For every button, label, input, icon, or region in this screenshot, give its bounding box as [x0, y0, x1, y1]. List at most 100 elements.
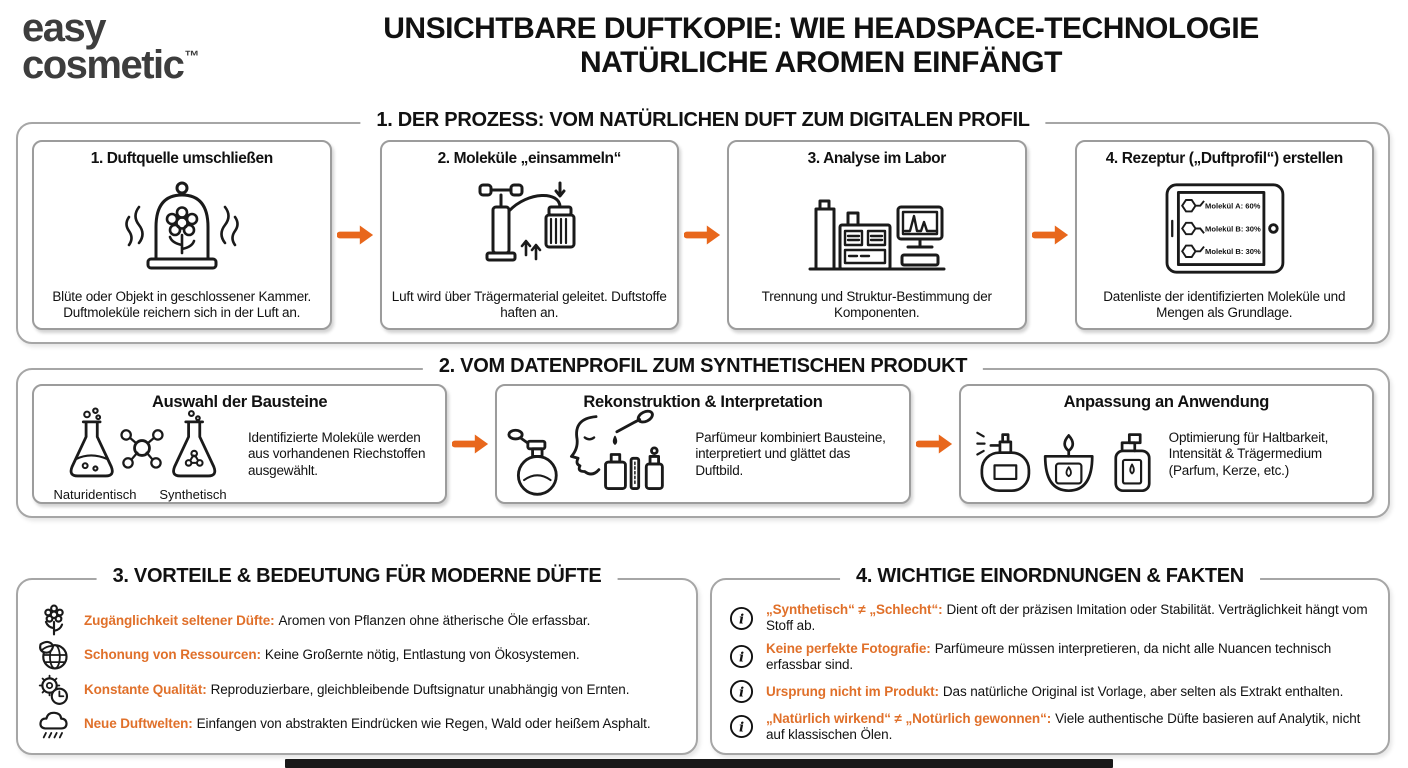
- fact-keyword: „Synthetisch“ ≠ „Schlecht“:: [766, 602, 943, 617]
- list-item: i Keine perfekte Fotografie:Parfümeure m…: [726, 641, 1378, 673]
- info-icon: i: [726, 679, 756, 704]
- benefit-body: Reproduzierbare, gleichbleibende Duftsig…: [210, 681, 630, 697]
- step-caption: Luft wird über Trägermaterial geleitet. …: [391, 289, 667, 321]
- section-process-title: 1. DER PROZESS: VOM NATÜRLICHEN DUFT ZUM…: [360, 109, 1046, 132]
- product-step-1: Auswahl der Bausteine: [32, 384, 448, 504]
- arrow-right-icon: [684, 222, 722, 248]
- step-title: 4. Rezeptur („Duftprofil“) erstellen: [1105, 150, 1343, 167]
- footer-bar: [285, 759, 1113, 768]
- step-body: Parfümeur kombiniert Bausteine, interpre…: [507, 409, 898, 500]
- flasks-molecule-icon: Naturidentisch Synthetisch: [44, 407, 240, 502]
- benefit-list: Zugänglichkeit seltener Düfte:Aromen von…: [34, 604, 684, 741]
- tablet-molecule-list-icon: Molekül A: 60% Molekül B: 30% Molekül B:…: [1148, 168, 1300, 289]
- step-caption: Trennung und Struktur-Bestimmung der Kom…: [761, 289, 992, 321]
- fact-body: Parfümeure müssen interpretieren, da nic…: [766, 640, 1332, 672]
- step-title: Auswahl der Bausteine: [152, 393, 328, 411]
- process-step-1: 1. Duftquelle umschließen: [32, 140, 332, 330]
- process-step-3: 3. Analyse im Labor: [727, 140, 1027, 330]
- brand-logo-line1: easy: [22, 6, 106, 50]
- section-product: 2. VOM DATENPROFIL ZUM SYNTHETISCHEN PRO…: [16, 355, 1390, 518]
- fact-text: Ursprung nicht im Produkt:Das natürliche…: [766, 684, 1343, 700]
- arrow-right-icon: [1031, 222, 1070, 248]
- info-icon: i: [726, 644, 756, 669]
- arrow-right-icon: [452, 431, 490, 457]
- step-title: 1. Duftquelle umschließen: [90, 150, 273, 167]
- bell-jar-flower-icon: [116, 168, 248, 289]
- svg-text:i: i: [738, 650, 743, 666]
- svg-text:i: i: [738, 720, 743, 736]
- fact-body: Dient oft der präzisen Imitation oder St…: [766, 602, 1368, 634]
- rain-cloud-icon: [34, 707, 74, 741]
- list-item: Neue Duftwelten:Einfangen von abstrakten…: [34, 707, 684, 741]
- page-title-line2: NATÜRLICHE AROMEN EINFÄNGT: [580, 45, 1062, 79]
- info-icon: i: [726, 714, 756, 739]
- step-text: Identifizierte Moleküle werden aus vorha…: [248, 429, 426, 478]
- list-item: Schonung von Ressourcen:Keine Großernte …: [34, 638, 684, 672]
- svg-text:i: i: [738, 685, 743, 701]
- product-step-3: Anpassung an Anwendung: [958, 384, 1374, 504]
- list-item: i „Synthetisch“ ≠ „Schlecht“:Dient oft d…: [726, 602, 1378, 634]
- tablet-row-label: Molekül A: 60%: [1205, 202, 1261, 211]
- benefit-keyword: Konstante Qualität:: [84, 681, 207, 697]
- gc-ms-instrument-icon: [802, 168, 952, 289]
- step-caption: Datenliste der identifizierten Moleküle …: [1103, 289, 1346, 321]
- step-title: 2. Moleküle „einsammeln“: [437, 150, 622, 167]
- info-icon: i: [726, 606, 756, 631]
- air-pump-filter-icon: [463, 168, 595, 289]
- step-title: Rekonstruktion & Interpretation: [583, 393, 823, 411]
- flask-label-naturidentisch: Naturidentisch: [53, 487, 137, 502]
- process-step-4: 4. Rezeptur („Duftprofil“) erstellen: [1074, 140, 1374, 330]
- step-caption: Blüte oder Objekt in geschlossener Kamme…: [52, 289, 312, 321]
- step-body: Naturidentisch Synthetisch Identifiziert…: [44, 407, 435, 502]
- fact-body: Viele authentische Düfte basieren auf An…: [766, 710, 1361, 742]
- step-title: 3. Analyse im Labor: [807, 150, 947, 167]
- fact-text: „Synthetisch“ ≠ „Schlecht“:Dient oft der…: [766, 602, 1378, 634]
- arrow-right-icon: [915, 431, 954, 457]
- benefit-keyword: Neue Duftwelten:: [84, 715, 193, 731]
- benefit-keyword: Zugänglichkeit seltener Düfte:: [84, 612, 275, 628]
- svg-text:i: i: [738, 611, 743, 627]
- section-process: 1. DER PROZESS: VOM NATÜRLICHEN DUFT ZUM…: [16, 109, 1390, 344]
- list-item: Zugänglichkeit seltener Düfte:Aromen von…: [34, 604, 684, 638]
- benefit-body: Keine Großernte nötig, Entlastung von Ök…: [264, 647, 580, 663]
- list-item: i Ursprung nicht im Produkt:Das natürlic…: [726, 679, 1378, 704]
- brand-logo-line2: cosmetic™: [22, 42, 200, 87]
- fact-keyword: Keine perfekte Fotografie:: [766, 640, 931, 656]
- process-steps-row: 1. Duftquelle umschließen: [32, 140, 1374, 330]
- benefit-text: Zugänglichkeit seltener Düfte:Aromen von…: [84, 613, 590, 629]
- globe-leaf-icon: [34, 638, 74, 672]
- fact-list: i „Synthetisch“ ≠ „Schlecht“:Dient oft d…: [726, 602, 1378, 743]
- perfumer-dropper-icon: [507, 409, 687, 500]
- fact-text: „Natürlich wirkend“ ≠ „Notürlich gewonne…: [766, 711, 1378, 743]
- fact-keyword: Ursprung nicht im Produkt:: [766, 683, 939, 699]
- benefit-keyword: Schonung von Ressourcen:: [84, 647, 261, 663]
- section-product-title: 2. VOM DATENPROFIL ZUM SYNTHETISCHEN PRO…: [422, 355, 984, 378]
- step-body: Optimierung für Haltbarkeit, Intensität …: [971, 412, 1362, 497]
- fact-text: Keine perfekte Fotografie:Parfümeure müs…: [766, 641, 1378, 673]
- benefit-text: Neue Duftwelten:Einfangen von abstrakten…: [84, 715, 651, 732]
- flower-icon: [34, 604, 74, 638]
- page-title-line1: UNSICHTBARE DUFTKOPIE: WIE HEADSPACE-TEC…: [383, 12, 1259, 45]
- flask-labels: Naturidentisch Synthetisch: [44, 487, 240, 502]
- section-facts-title: 4. WICHTIGE EINORDNUNGEN & FAKTEN: [840, 565, 1260, 588]
- page-title: UNSICHTBARE DUFTKOPIE: WIE HEADSPACE-TEC…: [250, 12, 1392, 79]
- tablet-row-label: Molekül B: 30%: [1205, 247, 1261, 256]
- brand-logo: easy cosmetic™: [22, 6, 200, 87]
- section-benefits: 3. VORTEILE & BEDEUTUNG FÜR MODERNE DÜFT…: [16, 565, 698, 755]
- list-item: Konstante Qualität:Reproduzierbare, glei…: [34, 673, 684, 707]
- fact-keyword: „Natürlich wirkend“ ≠ „Notürlich gewonne…: [766, 710, 1052, 726]
- fact-body: Das natürliche Original ist Vorlage, abe…: [942, 683, 1344, 699]
- tablet-row-label: Molekül B: 30%: [1205, 224, 1261, 233]
- benefit-text: Schonung von Ressourcen:Keine Großernte …: [84, 647, 580, 663]
- product-step-2: Rekonstruktion & Interpretation: [495, 384, 911, 504]
- benefit-body: Aromen von Pflanzen ohne ätherische Öle …: [278, 612, 591, 628]
- step-text: Optimierung für Haltbarkeit, Intensität …: [1168, 429, 1329, 478]
- step-title: Anpassung an Anwendung: [1063, 393, 1270, 411]
- process-step-2: 2. Moleküle „einsammeln“ Luft wird über …: [379, 140, 679, 330]
- benefit-body: Einfangen von abstrakten Eindrücken wie …: [196, 715, 651, 731]
- section-facts: 4. WICHTIGE EINORDNUNGEN & FAKTEN i „Syn…: [710, 565, 1390, 755]
- perfume-candle-lotion-icon: [971, 411, 1161, 498]
- benefit-text: Konstante Qualität:Reproduzierbare, glei…: [84, 682, 629, 698]
- gear-clock-icon: [34, 673, 74, 707]
- flask-label-synthetisch: Synthetisch: [159, 487, 227, 502]
